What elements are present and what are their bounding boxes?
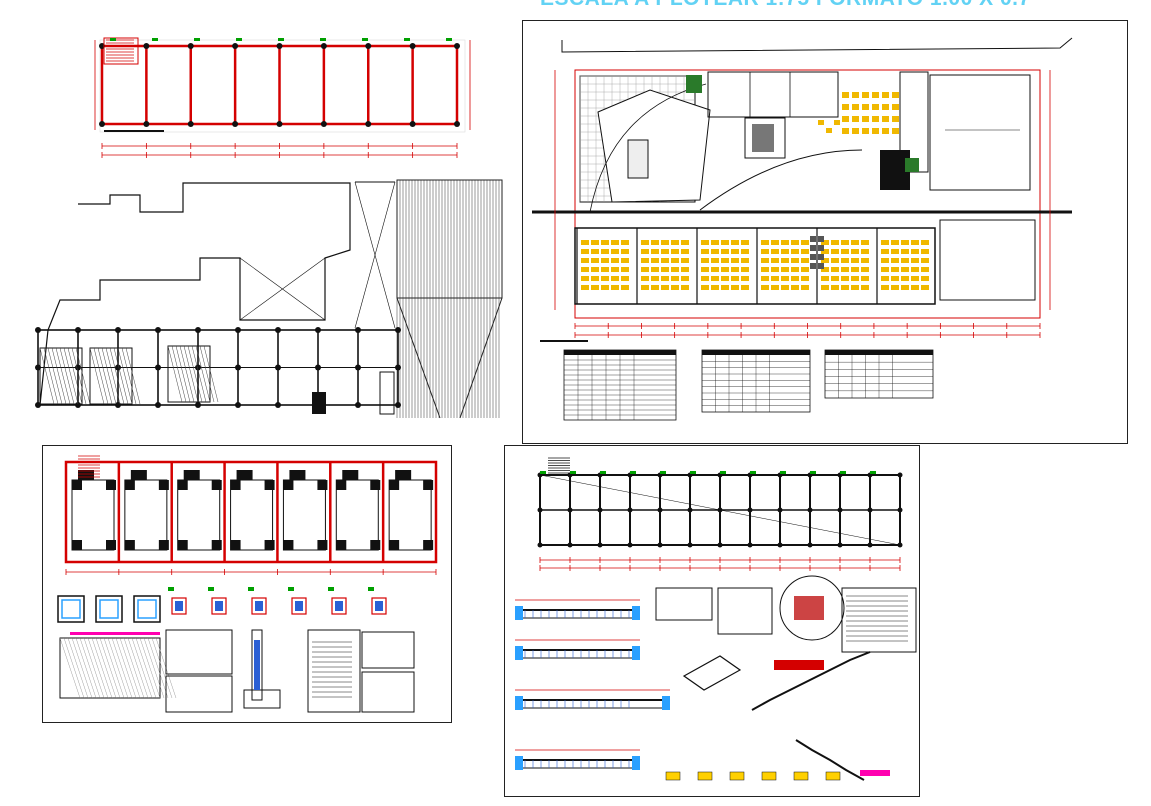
column	[195, 327, 201, 333]
hatched-area	[89, 347, 133, 405]
column	[115, 364, 121, 371]
column	[235, 327, 241, 333]
column	[155, 402, 161, 408]
column	[99, 121, 105, 127]
column	[115, 327, 121, 333]
scale-bar	[104, 130, 164, 132]
column	[195, 402, 201, 408]
column	[143, 121, 150, 127]
column	[155, 327, 161, 333]
sheet-foundation-plan	[42, 445, 452, 723]
hatched-area	[39, 347, 83, 405]
column	[275, 402, 281, 408]
column	[315, 402, 321, 408]
column	[320, 43, 327, 49]
sheet-structural-plan	[504, 445, 920, 797]
column	[235, 402, 241, 408]
column	[143, 43, 150, 49]
column	[35, 364, 41, 371]
column	[355, 402, 361, 408]
column	[235, 364, 241, 371]
column	[276, 43, 283, 49]
column	[115, 402, 121, 408]
column	[187, 121, 194, 127]
column	[409, 43, 416, 49]
column	[187, 43, 194, 49]
column	[315, 364, 321, 371]
outer-wall	[100, 44, 459, 126]
sheet-site-plan	[522, 20, 1128, 444]
column	[409, 121, 416, 127]
column	[275, 327, 281, 333]
column	[75, 364, 81, 371]
column	[155, 364, 161, 371]
column	[75, 327, 81, 333]
column	[275, 364, 281, 371]
column	[395, 402, 401, 408]
building-outline	[39, 182, 351, 406]
column	[99, 43, 105, 49]
column	[320, 121, 327, 127]
hatched-area	[167, 345, 211, 403]
column	[276, 121, 283, 127]
column	[35, 402, 41, 408]
plot-scale-title: ESCALA A PLOTEAR 1:75 FORMATO 1.00 X 0.7	[540, 0, 1150, 12]
column	[232, 121, 239, 127]
column	[355, 364, 361, 371]
shaft	[312, 392, 326, 414]
column	[35, 327, 41, 333]
column	[395, 327, 401, 333]
column	[365, 43, 372, 49]
column	[315, 327, 321, 333]
column	[75, 402, 81, 408]
column	[355, 327, 361, 333]
column	[365, 121, 372, 127]
column	[232, 43, 239, 49]
outer-wall	[37, 329, 399, 406]
column	[454, 43, 460, 49]
column	[195, 364, 201, 371]
column	[395, 364, 401, 371]
column	[454, 121, 460, 127]
axis-tag	[110, 38, 116, 41]
